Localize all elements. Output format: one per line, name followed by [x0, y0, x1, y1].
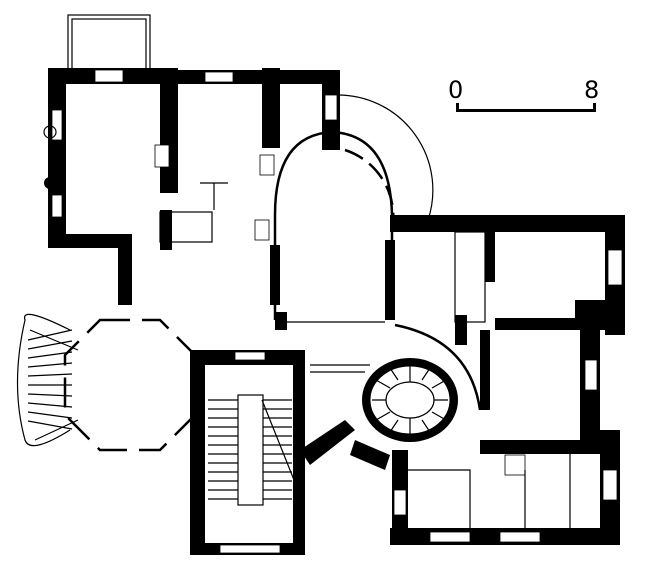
fan-step [27, 351, 73, 359]
spiral-stair [300, 358, 458, 470]
fan-step [27, 362, 73, 368]
scale-bar-line [456, 109, 596, 112]
octagon-room [63, 318, 197, 452]
scale-bar: 0 8 [448, 76, 599, 112]
scale-start-label: 0 [448, 76, 463, 104]
fan-step [27, 402, 73, 408]
walls-southeast-rooms [390, 430, 620, 545]
apse-hall [270, 94, 434, 330]
fan-step [27, 411, 73, 419]
fan-step [27, 329, 73, 341]
balcony [67, 14, 151, 72]
main-staircase [190, 350, 305, 555]
walls-east-wing [390, 215, 625, 440]
walls-north-middle-room [118, 68, 340, 305]
scale-end-label: 8 [584, 76, 599, 104]
fan-step [27, 373, 73, 377]
fan-step [27, 340, 73, 350]
fan-step [27, 393, 73, 397]
fan-step [27, 420, 73, 430]
fan-steps [16, 313, 79, 447]
